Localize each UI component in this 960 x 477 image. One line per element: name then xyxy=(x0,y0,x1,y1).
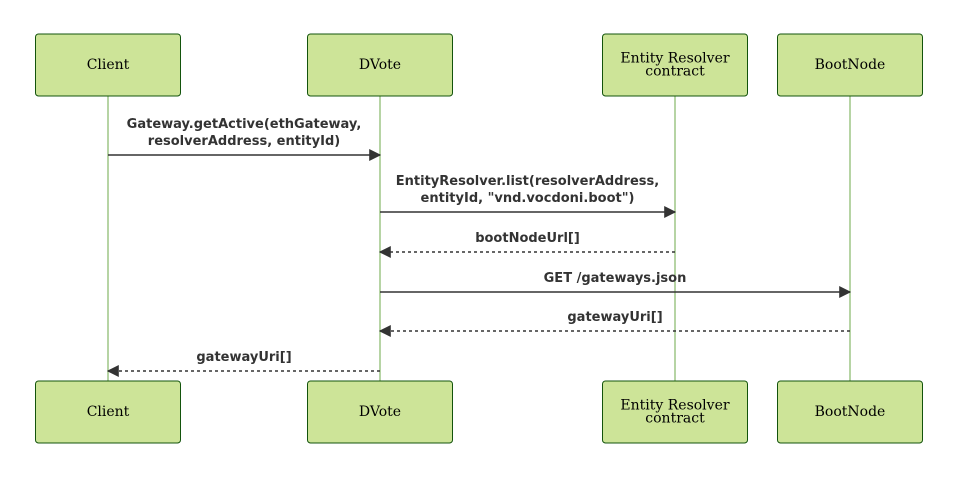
message-label: bootNodeUrl[] xyxy=(475,231,580,246)
actor-box xyxy=(307,33,453,97)
message-3: bootNodeUrl[] xyxy=(378,231,675,258)
message-label: resolverAddress, entityId) xyxy=(148,134,340,149)
actor-label: Client xyxy=(87,57,130,73)
message-label: gatewayUri[] xyxy=(567,310,662,325)
actor-box xyxy=(35,33,181,97)
actor-dvote-top: DVote xyxy=(307,33,453,97)
actor-label: Entity Resolver xyxy=(620,51,729,67)
actor-client-bottom: Client xyxy=(35,380,181,444)
actor-box xyxy=(602,380,748,444)
message-4: GET /gateways.json xyxy=(380,271,852,298)
actor-label: BootNode xyxy=(815,57,886,73)
actor-bootnode-bottom: BootNode xyxy=(777,380,923,444)
actor-label: DVote xyxy=(359,404,401,420)
actor-bootnode-top: BootNode xyxy=(777,33,923,97)
message-label: GET /gateways.json xyxy=(544,271,687,286)
actor-label: contract xyxy=(645,64,705,80)
actor-dvote-bottom: DVote xyxy=(307,380,453,444)
actor-label: contract xyxy=(645,411,705,427)
message-label: Gateway.getActive(ethGateway, xyxy=(127,117,362,132)
actor-label: BootNode xyxy=(815,404,886,420)
message-label: EntityResolver.list(resolverAddress, xyxy=(396,174,659,189)
message-label: entityId, "vnd.vocdoni.boot") xyxy=(421,191,635,206)
actor-label: Entity Resolver xyxy=(620,398,729,414)
actor-client-top: Client xyxy=(35,33,181,97)
actor-box xyxy=(777,33,923,97)
actor-box xyxy=(777,380,923,444)
actor-box xyxy=(35,380,181,444)
actor-box xyxy=(307,380,453,444)
actor-label: Client xyxy=(87,404,130,420)
message-2: EntityResolver.list(resolverAddress, enti… xyxy=(380,174,677,218)
message-1: Gateway.getActive(ethGateway, resolverAdd… xyxy=(108,117,382,161)
message-6: gatewayUri[] xyxy=(106,350,380,377)
actor-box xyxy=(602,33,748,97)
message-5: gatewayUri[] xyxy=(378,310,850,337)
message-label: gatewayUri[] xyxy=(196,350,291,365)
actor-label: DVote xyxy=(359,57,401,73)
